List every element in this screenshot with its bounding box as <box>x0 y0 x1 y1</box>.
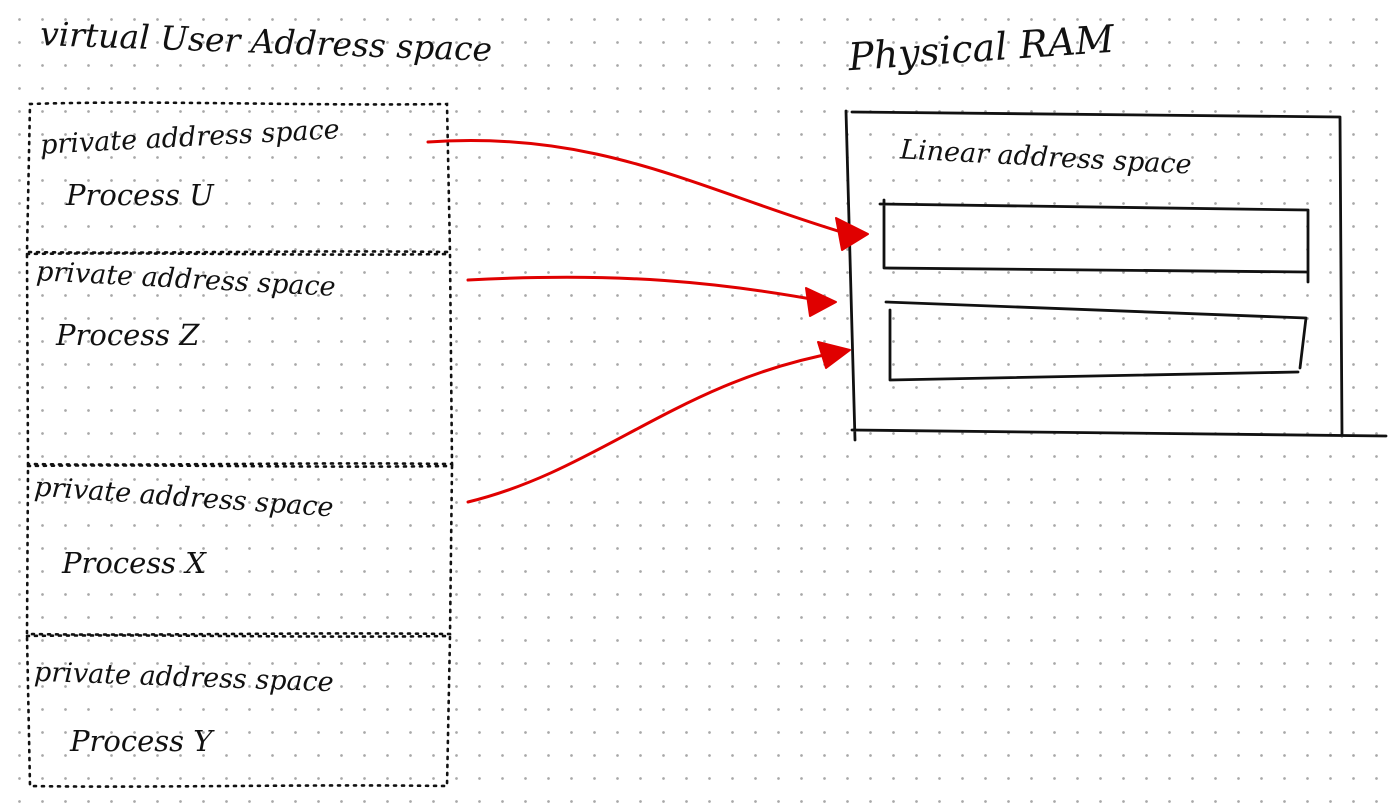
arrowhead-z <box>805 287 837 317</box>
segment-1-border <box>878 198 1310 284</box>
arrowhead-u <box>835 217 869 251</box>
segment-2-border <box>884 300 1308 382</box>
arrow-process-x <box>466 350 842 504</box>
arrow-process-z <box>466 275 830 304</box>
ram-box-border <box>844 109 1388 442</box>
arrowhead-x <box>817 341 851 369</box>
block-u-process: Process U <box>66 178 214 212</box>
block-u-border <box>25 101 452 254</box>
block-z-process: Process Z <box>56 318 200 352</box>
block-y-border <box>25 634 452 788</box>
arrow-process-u <box>426 138 850 236</box>
block-z-border <box>25 252 454 466</box>
block-y-process: Process Y <box>70 724 213 758</box>
block-x-process: Process X <box>62 546 206 580</box>
